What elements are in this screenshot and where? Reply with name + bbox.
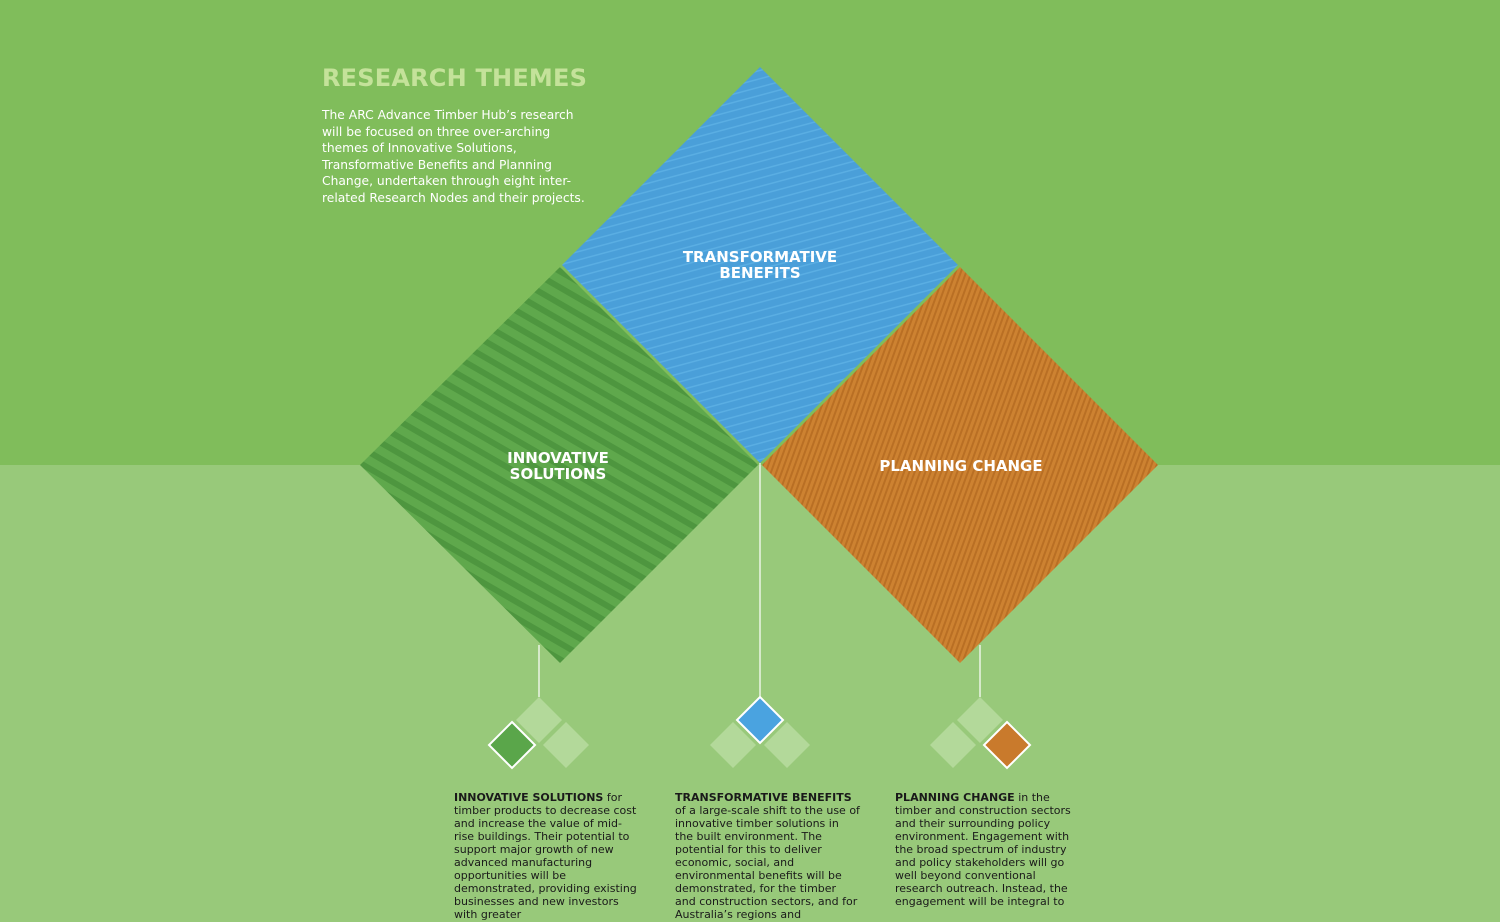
transformative-benefits-label: TRANSFORMATIVE BENEFITS	[683, 249, 837, 281]
innovative-solutions-diamond[interactable]	[360, 267, 758, 663]
planning-change-diamond[interactable]	[762, 267, 1158, 663]
label-line: BENEFITS	[719, 264, 801, 282]
planning-change-description: PLANNING CHANGE in the timber and constr…	[895, 791, 1080, 908]
description-heading: INNOVATIVE SOLUTIONS	[454, 791, 604, 804]
diamond-icon-cluster-left	[487, 697, 589, 770]
description-heading: TRANSFORMATIVE BENEFITS	[675, 791, 852, 804]
label-line: SOLUTIONS	[509, 465, 607, 483]
label-line: PLANNING CHANGE	[879, 457, 1043, 475]
transformative-benefits-diamond[interactable]	[562, 67, 958, 463]
description-body: in the timber and construction sectors a…	[895, 791, 1071, 908]
description-body: of a large-scale shift to the use of inn…	[675, 804, 860, 921]
innovative-solutions-label: INNOVATIVE SOLUTIONS	[507, 450, 609, 482]
page-title: RESEARCH THEMES	[322, 64, 588, 92]
transformative-benefits-description: TRANSFORMATIVE BENEFITS of a large-scale…	[675, 791, 860, 921]
description-body: for timber products to decrease cost and…	[454, 791, 637, 921]
diamond-icon-cluster-right	[930, 697, 1032, 770]
planning-change-label: PLANNING CHANGE	[879, 458, 1042, 474]
label-line: INNOVATIVE	[507, 449, 609, 467]
diamond-icon-cluster-center	[710, 695, 810, 768]
innovative-solutions-description: INNOVATIVE SOLUTIONS for timber products…	[454, 791, 639, 921]
description-heading: PLANNING CHANGE	[895, 791, 1015, 804]
label-line: TRANSFORMATIVE	[682, 248, 838, 266]
intro-text: The ARC Advance Timber Hub’s research wi…	[322, 108, 585, 205]
